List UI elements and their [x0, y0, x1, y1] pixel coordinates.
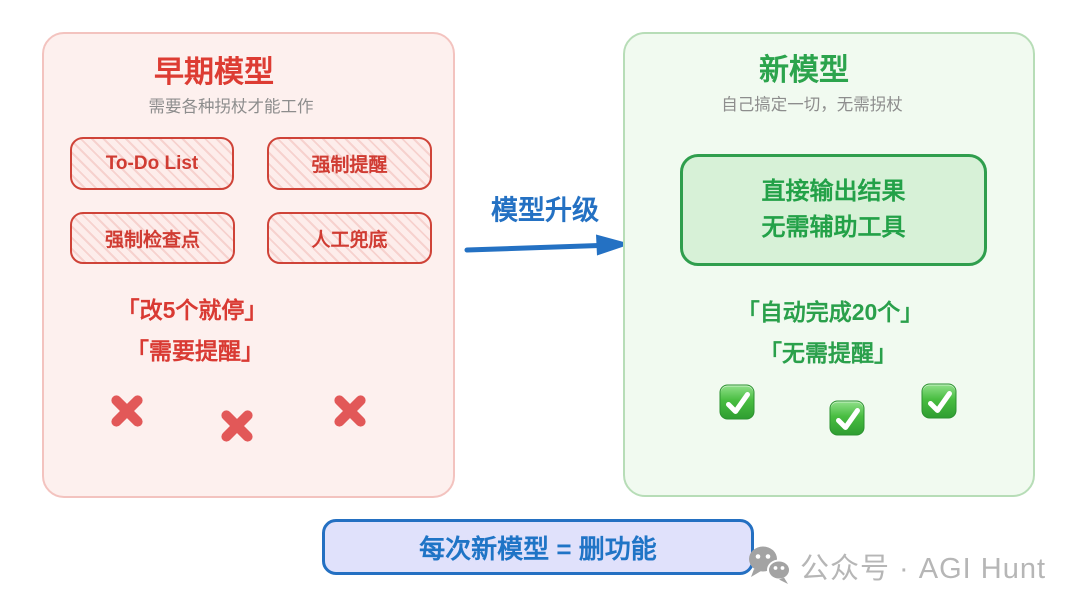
check-mark-icon [719, 384, 755, 420]
cross-mark-icon [215, 404, 259, 448]
conclusion-box: 每次新模型 = 删功能 [322, 519, 754, 575]
crutch-box-todo-list: To-Do List [70, 137, 234, 190]
upgrade-arrow-icon [464, 234, 631, 256]
crutch-box-forced-checkpoint: 强制检查点 [70, 212, 235, 264]
new-model-subtitle: 自己搞定一切，无需拐杖 [721, 96, 903, 114]
new-model-quote-1: 「自动完成20个」 [736, 299, 924, 325]
early-model-panel: 早期模型 需要各种拐杖才能工作 To-Do List 强制提醒 强制检查点 人工… [42, 32, 455, 498]
crutch-box-label: To-Do List [105, 152, 199, 174]
crutch-box-human-fallback: 人工兜底 [267, 212, 432, 264]
direct-output-line-2: 无需辅助工具 [761, 214, 906, 241]
new-model-panel: 新模型 自己搞定一切，无需拐杖 直接输出结果 无需辅助工具 「自动完成20个」 … [623, 32, 1035, 497]
cross-mark-icon [328, 389, 372, 433]
watermark-label: 公众号 · AGI Hunt [800, 553, 1047, 585]
direct-output-line-1: 直接输出结果 [761, 178, 906, 205]
new-model-quote-2: 「无需提醒」 [759, 340, 897, 366]
check-mark-icon [921, 383, 957, 419]
crutch-box-label: 强制提醒 [311, 155, 388, 176]
cross-mark-icon [105, 389, 149, 433]
new-model-title: 新模型 [759, 54, 849, 87]
early-model-quote-2: 「需要提醒」 [126, 338, 264, 364]
wechat-icon [749, 546, 791, 584]
direct-output-box: 直接输出结果 无需辅助工具 [680, 154, 987, 266]
crutch-box-label: 强制检查点 [104, 229, 200, 251]
early-model-quote-1: 「改5个就停」 [116, 297, 268, 323]
early-model-subtitle: 需要各种拐杖才能工作 [148, 98, 314, 116]
crutch-box-forced-reminder: 强制提醒 [267, 137, 432, 190]
conclusion-label: 每次新模型 = 删功能 [419, 533, 657, 564]
early-model-title: 早期模型 [154, 56, 274, 89]
check-mark-icon [829, 400, 865, 436]
upgrade-arrow-label: 模型升级 [491, 195, 599, 226]
crutch-box-label: 人工兜底 [311, 229, 388, 251]
